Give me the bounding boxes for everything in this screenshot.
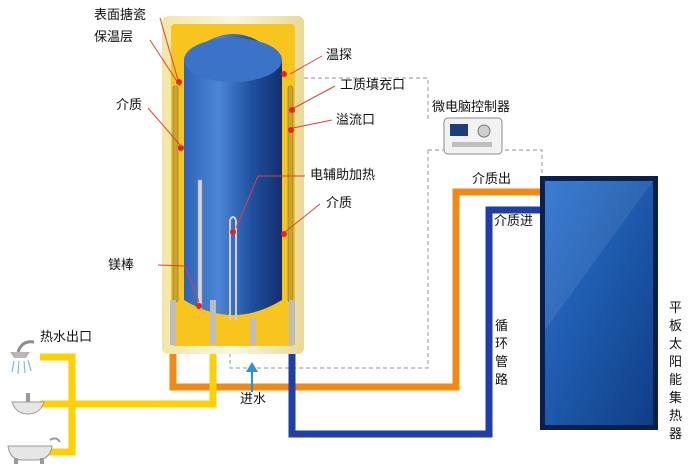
label-controller: 微电脑控制器 [432, 100, 511, 115]
label-medium-in: 介质进 [494, 214, 534, 229]
label-insulation: 保温层 [94, 30, 134, 45]
shower-icon [10, 340, 35, 375]
label-electric-heater: 电辅助加热 [310, 168, 376, 183]
solar-collector [540, 176, 658, 430]
leader-lines [147, 17, 336, 303]
label-magnesium-rod: 镁棒 [108, 258, 135, 273]
controller-icon [443, 117, 503, 155]
label-water-in: 进水 [240, 392, 267, 407]
water-in-arrow-icon [246, 362, 258, 392]
label-medium-right: 介质 [326, 196, 353, 211]
pipe-medium-out [169, 188, 548, 391]
storage-tank [162, 16, 304, 354]
label-enamel-surface: 表面搪瓷 [94, 8, 147, 23]
bathtub-icon [7, 437, 61, 464]
label-temp-probe: 温探 [326, 48, 353, 63]
label-overflow-port: 溢流口 [336, 113, 376, 128]
washbasin-icon [11, 393, 45, 415]
label-solar-collector: 平板太阳能集热器 [668, 301, 682, 442]
label-medium-out: 介质出 [472, 172, 512, 187]
label-fill-port: 工质填充口 [340, 78, 406, 93]
label-medium-left: 介质 [116, 98, 143, 113]
pipe-hot-water [40, 343, 217, 456]
pipe-medium-in [288, 206, 548, 438]
label-circulation-pipe: 循环管路 [494, 319, 508, 388]
label-hot-water-outlet: 热水出口 [40, 330, 93, 345]
sensor-dots [176, 71, 295, 309]
